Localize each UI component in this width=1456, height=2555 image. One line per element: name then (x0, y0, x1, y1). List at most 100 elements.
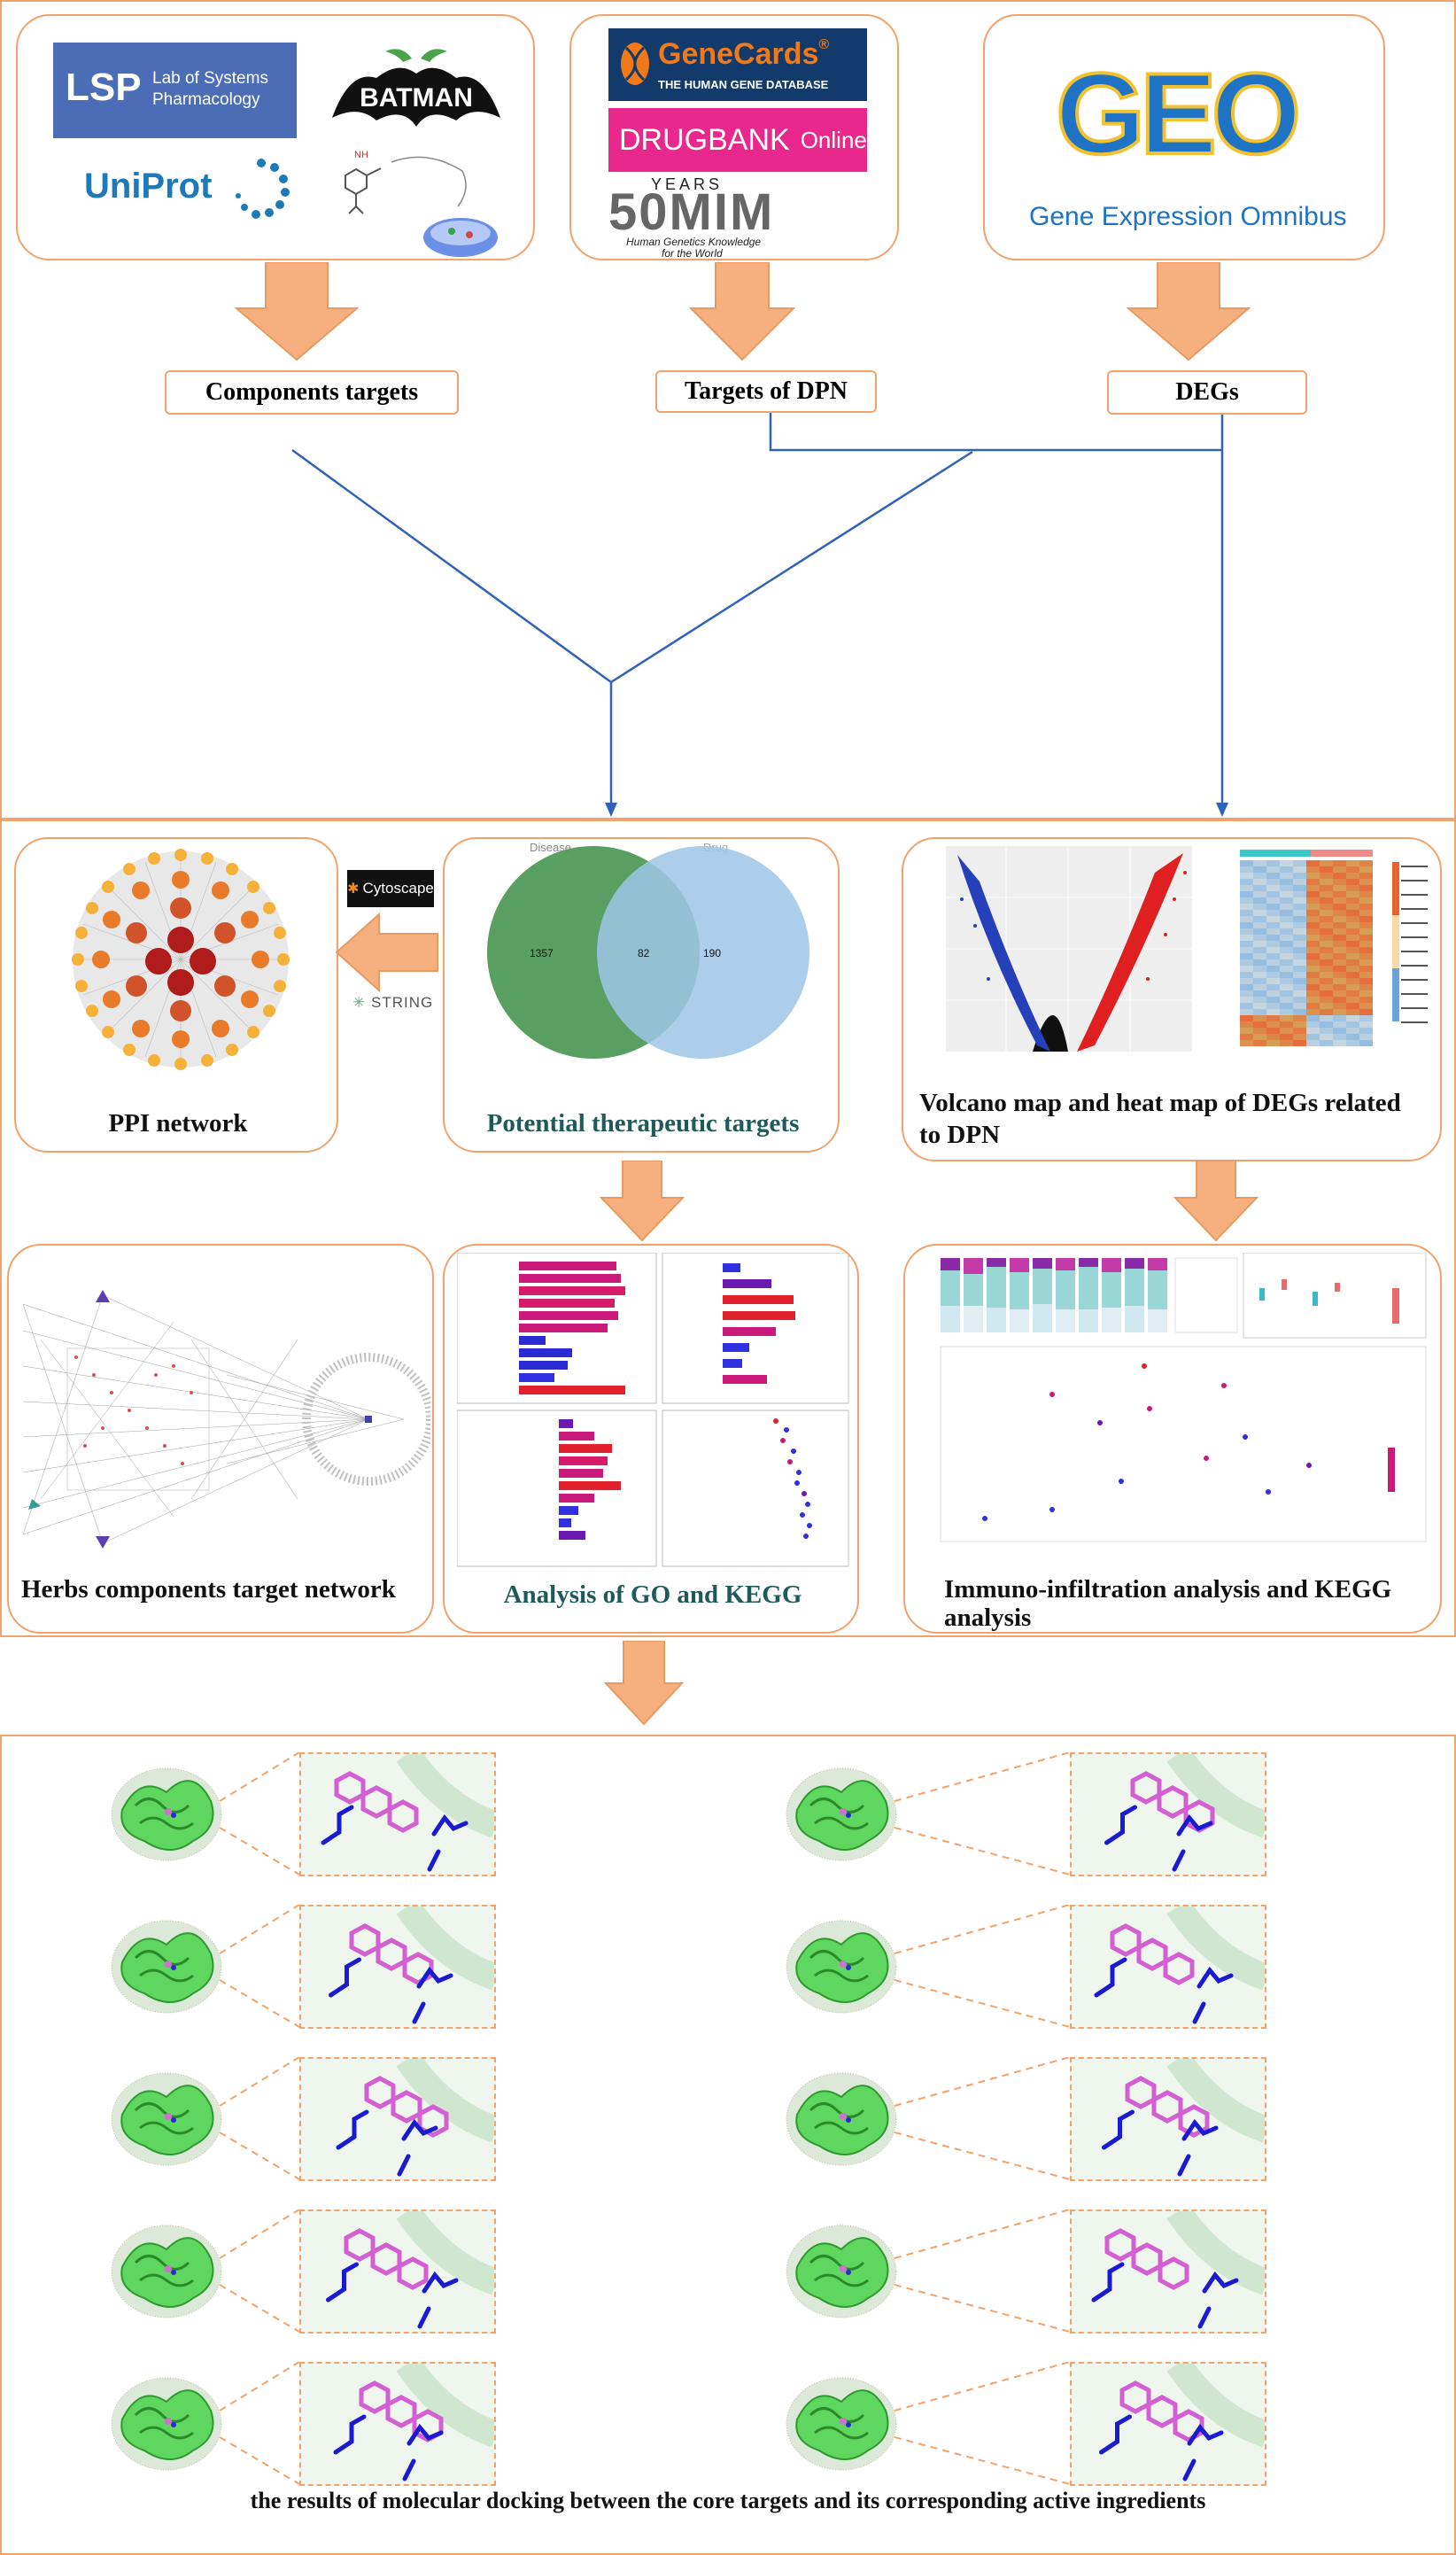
uniprot-dots-icon (236, 159, 290, 219)
docking-detail-8 (1070, 2057, 1266, 2181)
top-section (0, 0, 1456, 819)
docking-detail-2 (299, 1905, 496, 2029)
ppi-network-graphic (72, 849, 290, 1070)
heatmap (1240, 850, 1428, 1046)
dna-icon (621, 43, 649, 85)
database-card-geo: GEO Gene Expression Omnibus (983, 14, 1385, 260)
docking-protein-9 (786, 2225, 897, 2318)
uniprot-logo: UniProt (84, 159, 297, 237)
batman-text: BATMAN (360, 83, 473, 113)
geo-logo: GEO (1054, 47, 1303, 180)
connector-lines (291, 413, 1228, 817)
herbs-caption: Herbs components target network (21, 1575, 396, 1604)
docking-zoom-lines-1 (220, 1752, 299, 1875)
kegg-dots (982, 1363, 1312, 1521)
ppi-caption: PPI network (108, 1109, 248, 1138)
omim-logo: YEARS 50MIM Human Genetics Knowledge for… (608, 175, 874, 260)
docking-zoom-lines-4 (220, 2209, 299, 2333)
volcano-caption-2: to DPN (919, 1121, 1001, 1149)
docking-grid (0, 1735, 1456, 2497)
omim-sub2: for the World (662, 247, 723, 260)
go-kegg-charts (457, 1253, 849, 1567)
docking-caption: the results of molecular docking between… (250, 2488, 1206, 2513)
docking-zoom-lines-9 (895, 2209, 1070, 2333)
venn-drug-circle (597, 846, 809, 1059)
uniprot-text: UniProt (84, 167, 213, 206)
middle-section (0, 819, 1456, 1637)
immuno-charts (940, 1253, 1427, 1542)
batman-logo: BATMAN (323, 43, 509, 140)
stacked-bars (941, 1258, 1167, 1332)
docking-zoom-lines-8 (895, 2057, 1070, 2180)
venn-card: Disease Drug 1357 82 190 Potential thera… (443, 837, 840, 1153)
docking-protein-7 (786, 1920, 897, 2014)
degs-label: DEGs (1107, 370, 1307, 415)
docking-protein-1 (111, 1767, 222, 1861)
boxplots (1259, 1279, 1399, 1324)
venn-value-center: 82 (638, 947, 650, 959)
cytoscape-logo: ✱Cytoscape (347, 870, 434, 907)
docking-zoom-lines-5 (220, 2362, 299, 2485)
docking-detail-4 (299, 2209, 496, 2334)
ppi-card: PPI network (14, 837, 338, 1153)
docking-detail-10 (1070, 2362, 1266, 2486)
docking-protein-3 (111, 2072, 222, 2166)
herbs-network-card: Herbs components target network (7, 1244, 434, 1634)
docking-zoom-lines-3 (220, 2057, 299, 2180)
venn-caption: Potential therapeutic targets (486, 1109, 800, 1138)
docking-zoom-lines-7 (895, 1905, 1070, 2028)
docking-detail-3 (299, 2057, 496, 2181)
down-arrow-go (600, 1161, 685, 1242)
drugbank-text: DRUGBANK (619, 122, 790, 157)
docking-protein-4 (111, 2225, 222, 2318)
docking-detail-6 (1070, 1752, 1266, 1876)
down-arrow-3 (1127, 262, 1251, 361)
volcano-caption-1: Volcano map and heat map of DEGs related (919, 1089, 1401, 1117)
down-arrow-1 (235, 262, 359, 361)
immuno-caption-2: analysis (944, 1604, 1032, 1632)
genecards-title: GeneCards® (658, 37, 830, 71)
venn-diagram: Disease Drug 1357 82 190 (487, 841, 809, 1059)
cytoscape-icon: ✱ (347, 881, 360, 897)
svg-text:NH: NH (354, 150, 368, 160)
venn-label-disease: Disease (530, 841, 571, 854)
lsp-line2: Pharmacology (152, 90, 260, 109)
lsp-logo: LSP Lab of Systems Pharmacology (53, 43, 297, 138)
docking-protein-10 (786, 2377, 897, 2471)
down-arrow-2 (689, 262, 795, 361)
geo-subtitle: Gene Expression Omnibus (1029, 202, 1347, 231)
targets-dpn-label: Targets of DPN (655, 370, 877, 413)
docking-detail-9 (1070, 2209, 1266, 2334)
docking-zoom-lines-6 (895, 1752, 1070, 1875)
docking-protein-6 (786, 1767, 897, 1861)
docking-detail-7 (1070, 1905, 1266, 2029)
genecards-subtitle: THE HUMAN GENE DATABASE (658, 78, 829, 91)
left-arrow (335, 912, 438, 992)
docking-protein-5 (111, 2377, 222, 2471)
lsp-abbr: LSP (66, 66, 142, 109)
drugbank-logo: DRUGBANK Online (608, 108, 867, 172)
venn-value-right: 190 (703, 947, 721, 959)
docking-zoom-lines-10 (895, 2362, 1070, 2485)
down-arrow-docking (604, 1641, 684, 1726)
volcano-plot (946, 846, 1192, 1052)
string-icon: ✳ (352, 994, 367, 1011)
docking-section (0, 1735, 1456, 2555)
immuno-card: Immuno-infiltration analysis and KEGG an… (903, 1244, 1442, 1634)
docking-zoom-lines-2 (220, 1905, 299, 2028)
docking-detail-1 (299, 1752, 496, 1876)
database-card-disease: GeneCards® THE HUMAN GENE DATABASE DRUGB… (569, 14, 899, 260)
molecule-target-icon: NH (345, 150, 498, 257)
docking-detail-5 (299, 2362, 496, 2486)
lsp-line1: Lab of Systems (152, 69, 268, 88)
venn-value-left: 1357 (530, 947, 554, 959)
down-arrow-immuno (1173, 1161, 1259, 1242)
string-logo: ✳ STRING (352, 994, 434, 1011)
omim-years: YEARS (651, 175, 724, 193)
docking-protein-2 (111, 1920, 222, 2014)
go-kegg-card: Analysis of GO and KEGG (443, 1244, 859, 1634)
immuno-caption-1: Immuno-infiltration analysis and KEGG (944, 1575, 1392, 1604)
herbs-network-graphic (22, 1290, 430, 1549)
database-card-tcmsp: LSP Lab of Systems Pharmacology BATMAN U… (16, 14, 535, 260)
docking-protein-8 (786, 2072, 897, 2166)
